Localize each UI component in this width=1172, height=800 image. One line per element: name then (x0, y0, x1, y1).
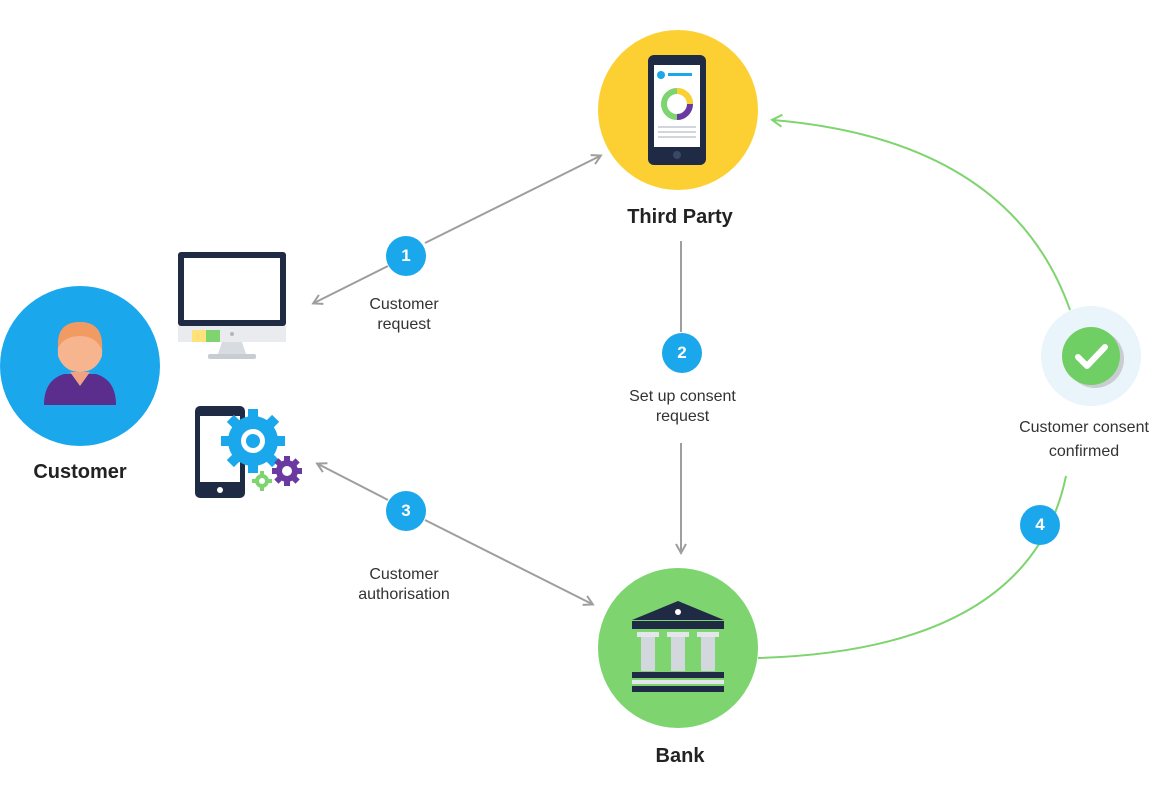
phone-chart-icon (648, 55, 706, 165)
step-1-line1: Customer (369, 296, 439, 313)
desktop-icon (178, 252, 286, 359)
step-1-text: Customer request (334, 295, 474, 335)
consent-line1: Customer consent (1019, 419, 1149, 436)
customer-node (0, 286, 160, 446)
step-badge-3: 3 (386, 491, 426, 531)
bank-label: Bank (655, 745, 705, 767)
arrow-step1-to-third-party (424, 156, 600, 244)
customer-label: Customer (33, 461, 127, 483)
consent-text: Customer consent confirmed (1004, 416, 1164, 464)
arrow-consent-to-third-party (770, 113, 1071, 311)
step-2-line1: Set up consent (629, 388, 736, 405)
consent-line2: confirmed (1048, 443, 1120, 460)
bank-icon (632, 601, 724, 692)
third-party-label: Third Party (627, 206, 733, 228)
step-3-text: Customer authorisation (334, 565, 474, 605)
step-2-line2: request (655, 408, 710, 425)
step-1-line2: request (377, 316, 431, 333)
check-icon (1062, 327, 1124, 388)
consent-node (1041, 306, 1141, 406)
arrow-step3-to-mobile (318, 464, 389, 501)
step-badge-4: 4 (1020, 505, 1060, 545)
step-badge-2: 2 (662, 333, 702, 373)
step-3-line2: authorisation (358, 586, 450, 603)
arrow-step1-to-desktop (314, 265, 389, 303)
bank-node (598, 568, 758, 728)
step-2-text: Set up consent request (600, 387, 765, 427)
step-3-line1: Customer (369, 566, 439, 583)
step-badge-1: 1 (386, 236, 426, 276)
line-bank-to-consent (757, 475, 1067, 659)
mobile-gears-icon (195, 406, 302, 498)
arrow-step3-to-bank (424, 519, 592, 604)
person-icon (44, 322, 116, 405)
third-party-node (598, 30, 758, 190)
